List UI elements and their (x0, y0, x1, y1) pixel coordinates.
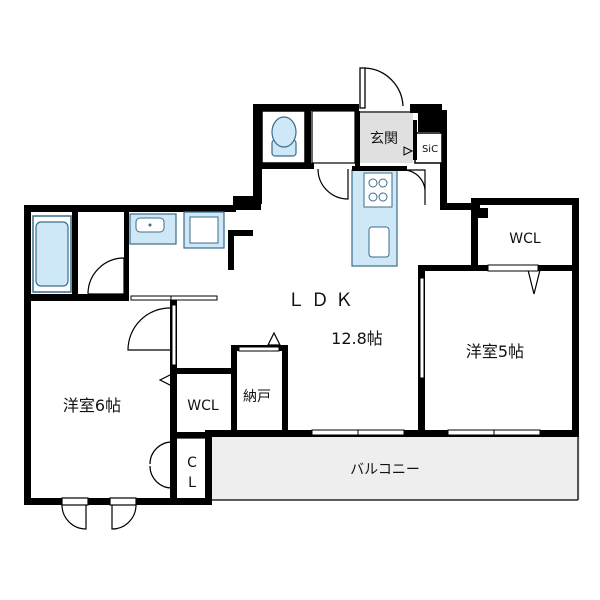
kitchen-counter (351, 169, 398, 267)
toilet-icon (271, 116, 297, 157)
washbasin-icon (129, 213, 177, 245)
bedroom5-sliding-door (419, 277, 425, 379)
bedroom6-windows (61, 497, 137, 530)
bath-door-icon (87, 257, 125, 295)
western-5-label: 洋室5帖 (466, 342, 524, 361)
closet-c-label: C (187, 455, 197, 471)
toilet-door-icon (317, 168, 349, 200)
wcl-right-arrow-icon (527, 269, 541, 295)
ldk-label: ＬＤＫ (287, 290, 359, 311)
arrow-icon (403, 146, 414, 156)
wcl-right-label: WCL (509, 231, 541, 247)
washing-machine-icon (183, 211, 225, 249)
balcony-floor (210, 436, 580, 500)
ldk-size: 12.8帖 (331, 329, 383, 348)
closet-l-label: L (188, 475, 196, 491)
entrance-label: 玄関 (370, 130, 398, 147)
washroom-sliding-door (130, 295, 218, 301)
western-6-label: 洋室6帖 (63, 396, 121, 415)
cl-closet-doors (149, 441, 173, 489)
entrance-door (359, 67, 413, 113)
bathtub-icon (32, 215, 72, 293)
bedroom6-sliding-door (171, 304, 177, 366)
bedroom6-door-icon (127, 307, 171, 351)
wcl-left-arrow-icon (158, 373, 173, 387)
wcl-left-label: WCL (187, 398, 219, 414)
storage-arrow-icon (267, 331, 281, 346)
balcony-label: バルコニー (350, 462, 420, 478)
wcl-right-sliding-door (487, 264, 539, 272)
storage-sliding-door (238, 346, 280, 352)
sic-label: SiC (422, 144, 438, 155)
storage-label: 納戸 (243, 389, 271, 405)
balcony-windows (311, 429, 541, 436)
closet-door-icon (404, 169, 426, 205)
toilet-room (261, 110, 306, 164)
